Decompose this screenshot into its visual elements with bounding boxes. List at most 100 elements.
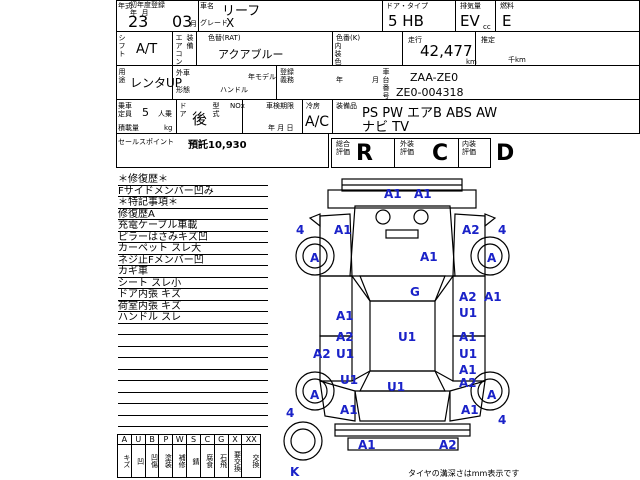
headlamp-left: [375, 209, 391, 225]
rear-quarter-left: [319, 380, 356, 422]
damage-label-r-a1c: A1: [459, 363, 477, 377]
legend-meaning: 腐食: [199, 444, 215, 478]
damage-label-fl-a1: A1: [334, 223, 352, 237]
damage-label-top-a1-right: A1: [414, 187, 432, 201]
seats-value: 5: [142, 106, 149, 119]
inspection-label: 車検期限: [266, 102, 294, 110]
damage-label-r-u1b: U1: [459, 347, 478, 361]
damage-label-fr-a: A: [487, 251, 497, 265]
equip-label: 装備品: [336, 102, 357, 110]
legend-code: S: [186, 434, 201, 445]
car-damage-diagram: [283, 178, 510, 461]
damage-label-fr-4: 4: [498, 223, 507, 237]
legend-meaning: 要交換: [227, 444, 243, 478]
equip-line2: ナビ TV: [362, 120, 409, 135]
legend-meaning: 補修: [172, 444, 188, 478]
history-rule: [118, 288, 268, 289]
history-rule: [118, 323, 268, 324]
shift-value: A/T: [136, 42, 158, 57]
damage-label-rr-a2: A2: [459, 376, 477, 390]
damage-label-fl-a: A: [310, 251, 320, 265]
overall-label: 総合評価: [336, 140, 350, 156]
tire-unit-note: タイヤの溝深さはmm表示です: [408, 469, 520, 478]
year-label: 年式: [118, 2, 132, 10]
chassis-number: ZE0-004318: [396, 86, 464, 99]
spare-tire: [283, 421, 323, 461]
chassis-code: ZAA-ZE0: [410, 71, 459, 84]
legend-code: G: [213, 434, 229, 445]
color-code-label: 色番(K): [336, 34, 361, 42]
history-item: ＊特記事項＊: [118, 197, 178, 208]
legend-meaning: 錆: [186, 444, 201, 478]
hood: [349, 205, 456, 277]
history-rule: [118, 208, 268, 209]
displacement-label: 排気量: [460, 2, 481, 10]
estimate-label: 推定: [481, 36, 495, 44]
chassis-label: 車台番号: [382, 68, 390, 100]
doors-value: 5 HB: [388, 12, 424, 30]
row2-frame: [116, 32, 640, 66]
history-rule: [118, 334, 268, 335]
estimate-unit: 千km: [508, 56, 526, 64]
equip-line1: PS PW エアB ABS AW: [362, 106, 498, 121]
ac-vals: 装備: [186, 34, 194, 50]
legend-meaning: 塗装: [158, 444, 174, 478]
exterior-score: C: [432, 141, 449, 166]
damage-label-l-a1: A1: [336, 309, 354, 323]
rear-quarter-right: [449, 380, 486, 422]
damage-label-rl-a: A: [310, 388, 320, 402]
history-item: ＊修復歴＊: [118, 174, 168, 185]
fuel-label: 燃料: [500, 2, 514, 10]
exterior-label: 外装評価: [400, 140, 414, 156]
history-rule: [118, 231, 268, 232]
overall-score: R: [356, 141, 373, 166]
rear-value: 後: [192, 110, 208, 128]
headlamp-right: [413, 209, 429, 225]
damage-label-rl-a1: A1: [340, 403, 358, 417]
front-right-tire: [470, 236, 510, 276]
history-item: ネジ止Fメンバー凹: [118, 255, 204, 266]
front-door-left: [319, 275, 353, 337]
load-label: 積載量: [118, 124, 139, 132]
history-rule: [118, 369, 268, 370]
grade-label: グレード: [200, 19, 228, 27]
legend-meaning: 石飛: [213, 444, 229, 478]
history-item: ハンドル スレ: [118, 312, 182, 323]
damage-label-rr-a1: A1: [461, 403, 479, 417]
damage-label-rl-u1: U1: [340, 373, 359, 387]
history-rule: [118, 311, 268, 312]
history-item: 修復歴A: [118, 209, 155, 220]
history-item: Fサイドメンバー凹み: [118, 186, 214, 197]
model-label: 型式: [212, 102, 220, 118]
history-rule: [118, 254, 268, 255]
regist-month: 月: [372, 76, 379, 84]
legend-meaning: 凹: [130, 444, 146, 478]
seats-unit: 人乗: [158, 110, 172, 118]
history-rule: [118, 346, 268, 347]
legend-code: P: [158, 434, 174, 445]
history-item: 充電ケーブル車載: [118, 220, 198, 231]
rear-left-tire: [295, 371, 335, 411]
damage-label-fl-4: 4: [296, 223, 305, 237]
damage-label-rr-4: 4: [498, 413, 507, 427]
mirror-left: [308, 213, 321, 228]
door-label: ドア: [179, 102, 187, 118]
month-value: 03: [172, 12, 193, 31]
legend-code: X: [227, 434, 243, 445]
damage-label-r-a1: A1: [484, 290, 502, 304]
legend-meaning: 交換: [241, 444, 261, 478]
damage-label-r-a2: A2: [459, 290, 477, 304]
name-label: 車名: [200, 2, 214, 10]
damage-label-rl-4: 4: [286, 406, 295, 420]
legend-code: U: [130, 434, 146, 445]
car-name: リーフ: [222, 4, 261, 19]
history-rule: [118, 277, 268, 278]
interior-label: 内装評価: [462, 140, 476, 156]
damage-label-hood-a1: A1: [420, 250, 438, 264]
history-rule: [118, 357, 268, 358]
legend-code: C: [199, 434, 215, 445]
color-value: アクアブルー: [218, 48, 284, 61]
load-unit: kg: [164, 124, 173, 132]
history-rule: [118, 185, 268, 186]
sales-label: セールスポイント: [118, 138, 174, 146]
